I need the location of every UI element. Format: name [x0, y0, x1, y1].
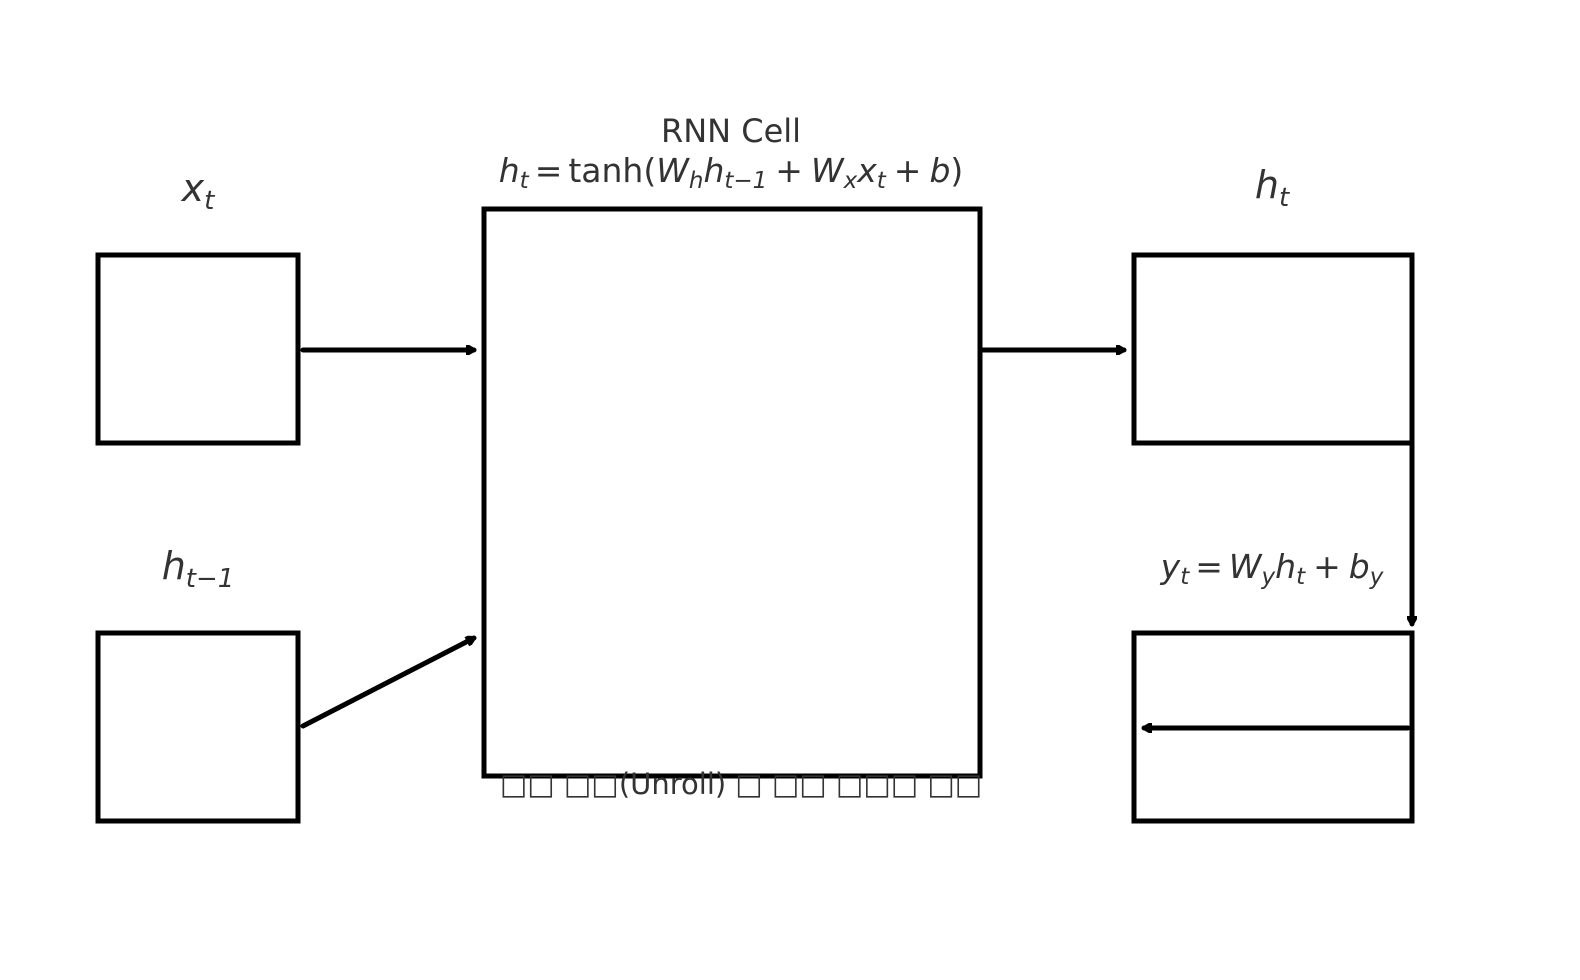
hidden-state-label: ht: [1255, 163, 1290, 213]
prev-hidden-label: ht−1: [162, 544, 235, 594]
input-label: xt: [181, 166, 216, 216]
diagram-caption: □□ □□(Unroll) □ □□ □□□ □□: [500, 767, 982, 801]
cell-title: RNN Cell: [661, 112, 801, 150]
output-formula: yt=Wyht+by: [1160, 547, 1384, 590]
input-box: [95, 252, 301, 446]
rnn-cell-box: [481, 206, 983, 779]
output-box: [1131, 630, 1415, 824]
prev-hidden-box: [95, 630, 301, 824]
cell-formula: ht=tanh(Whht−1+Wxxt+b): [499, 151, 964, 194]
hidden-state-box: [1131, 252, 1415, 446]
prev-hidden-to-cell-arrow: [300, 635, 477, 729]
